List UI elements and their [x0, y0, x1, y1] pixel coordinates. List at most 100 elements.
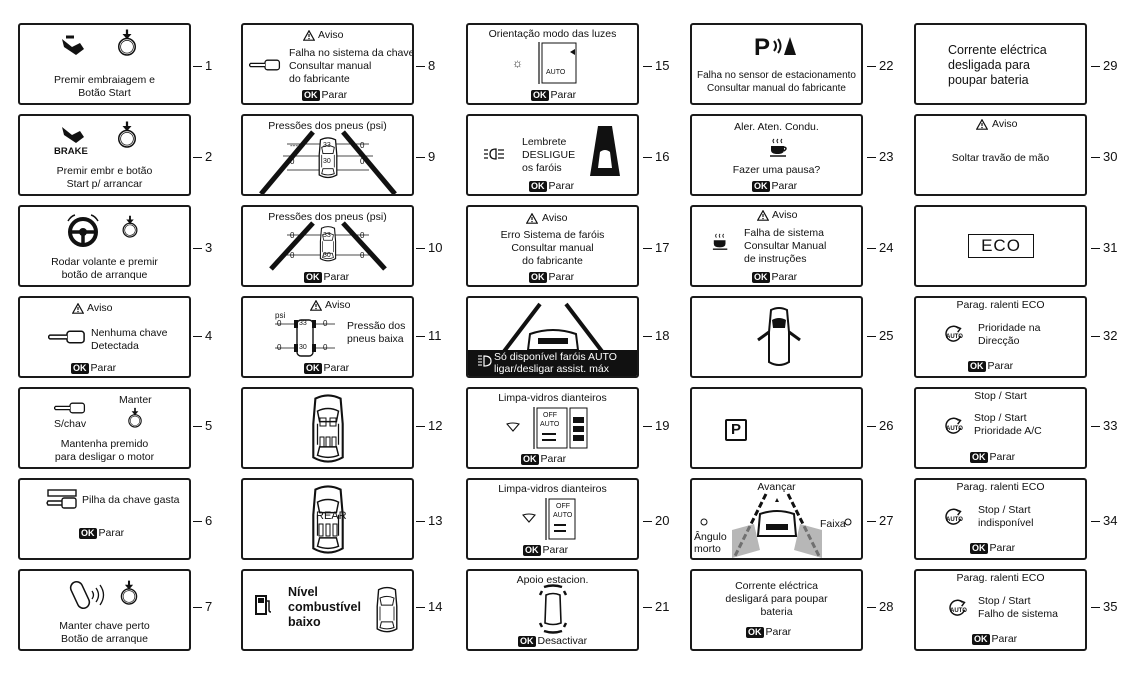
ok-badge: OK	[79, 528, 97, 539]
coffee-cup-icon	[770, 138, 787, 157]
panel-5-number: 5	[192, 418, 213, 433]
panel-14-line3: baixo	[288, 615, 321, 629]
aviso-label: Aviso	[325, 299, 351, 311]
warning-icon	[757, 210, 769, 221]
parar-label: Parar	[548, 271, 575, 283]
parking-sensor-car-icon	[538, 584, 568, 634]
panel-9: Pressões dos pneus (psi) --- 0 0 0 33 30	[241, 114, 414, 196]
panel-34-line1: Stop / Start	[978, 504, 1031, 516]
panel-32-number: 32	[1090, 328, 1118, 343]
panel-18-line1: Só disponível faróis AUTO	[494, 351, 617, 363]
off-label: OFF	[556, 503, 570, 510]
wiper-mode-selector-icon	[545, 498, 576, 540]
panel-32-line2: Direcção	[978, 335, 1020, 347]
parar-label: Parar	[323, 271, 350, 283]
rear-seat-icon	[318, 523, 338, 537]
key-icon	[54, 402, 86, 414]
coffee-cup-icon	[712, 233, 728, 250]
panel-3-line2: botão de arranque	[61, 269, 148, 281]
tire-rl: 0	[290, 251, 295, 260]
panel-7-line1: Manter chave perto	[59, 620, 150, 632]
ok-badge: OK	[71, 363, 89, 374]
aviso-label: Aviso	[992, 118, 1018, 130]
warning-icon	[72, 303, 84, 314]
panel-34-title: Parag. ralenti ECO	[956, 481, 1045, 493]
parar-label: Parar	[321, 89, 348, 101]
panel-8-line3: do fabricante	[289, 73, 350, 85]
panel-16-line2: DESLIGUE	[522, 149, 576, 161]
car-top-icon	[373, 577, 401, 643]
tire-fl: ---	[290, 141, 298, 150]
start-button-icon	[115, 29, 139, 57]
panel-2-line1: Premir embr e botão	[56, 165, 153, 177]
panel-8: Aviso Falha no sistema da chave Consulta…	[241, 23, 414, 105]
start-button-icon	[126, 407, 144, 429]
ok-badge: OK	[523, 545, 541, 556]
rear-label: REAR	[316, 510, 347, 522]
key-icon	[249, 59, 281, 71]
morto-label: morto	[694, 543, 721, 555]
parar-label: Parar	[540, 453, 567, 465]
tire-rr: 0	[323, 343, 328, 352]
panel-10: Pressões dos pneus (psi) 0 0 0 0 33 30 O…	[241, 205, 414, 287]
panel-24-line3: de instruções	[744, 253, 807, 265]
auto-label: AUTO	[946, 426, 963, 432]
desactivar-label: Desactivar	[537, 635, 588, 647]
panel-35-title: Parag. ralenti ECO	[956, 572, 1045, 584]
tire-front-center: 33	[323, 232, 331, 239]
tire-fr: 0	[360, 141, 365, 150]
ok-badge: OK	[531, 90, 549, 101]
panel-14: Nível combustível baixo	[241, 569, 414, 651]
warning-icon	[310, 300, 322, 311]
panel-28-line2: desligará para poupar	[725, 593, 828, 605]
panel-26-number: 26	[866, 418, 894, 433]
panel-7-line2: Botão de arranque	[61, 633, 148, 645]
faixa-label: Faixa	[820, 518, 846, 530]
panel-16-line3: os faróis	[522, 162, 562, 174]
panel-35-line2: Falho de sistema	[978, 608, 1058, 620]
auto-label: AUTO	[540, 421, 560, 428]
panel-23-number: 23	[866, 149, 894, 164]
panel-2-line2: Start p/ arrancar	[66, 178, 143, 190]
panel-8-line2: Consultar manual	[289, 60, 372, 72]
panel-22: P Falha no sensor de estacionamento Cons…	[690, 23, 863, 105]
panel-34-number: 34	[1090, 513, 1118, 528]
panel-35-line1: Stop / Start	[978, 595, 1031, 607]
seat-occupancy-icon	[319, 417, 337, 448]
schav-label: S/chav	[54, 418, 87, 430]
panel-26: P	[690, 387, 863, 469]
panel-16-line1: Lembrete	[522, 136, 567, 148]
parking-sensor-warning-icon: P	[754, 34, 796, 61]
panel-19-number: 19	[642, 418, 670, 433]
panel-33-title: Stop / Start	[974, 390, 1027, 402]
panel-24: Aviso Falha de sistema Consultar Manual …	[690, 205, 863, 287]
tire-fl: 0	[290, 231, 295, 240]
panel-30: Aviso Soltar travão de mão	[914, 114, 1087, 196]
panel-6-line1: Pilha da chave gasta	[82, 494, 180, 506]
tire-rl: 0	[277, 343, 282, 352]
ok-badge: OK	[302, 90, 320, 101]
panel-11-line1: Pressão dos	[347, 320, 406, 332]
auto-label: AUTO	[950, 608, 967, 614]
tire-fr: 0	[323, 319, 328, 328]
panel-24-line1: Falha de sistema	[744, 227, 824, 239]
panel-9-title: Pressões dos pneus (psi)	[268, 120, 387, 132]
